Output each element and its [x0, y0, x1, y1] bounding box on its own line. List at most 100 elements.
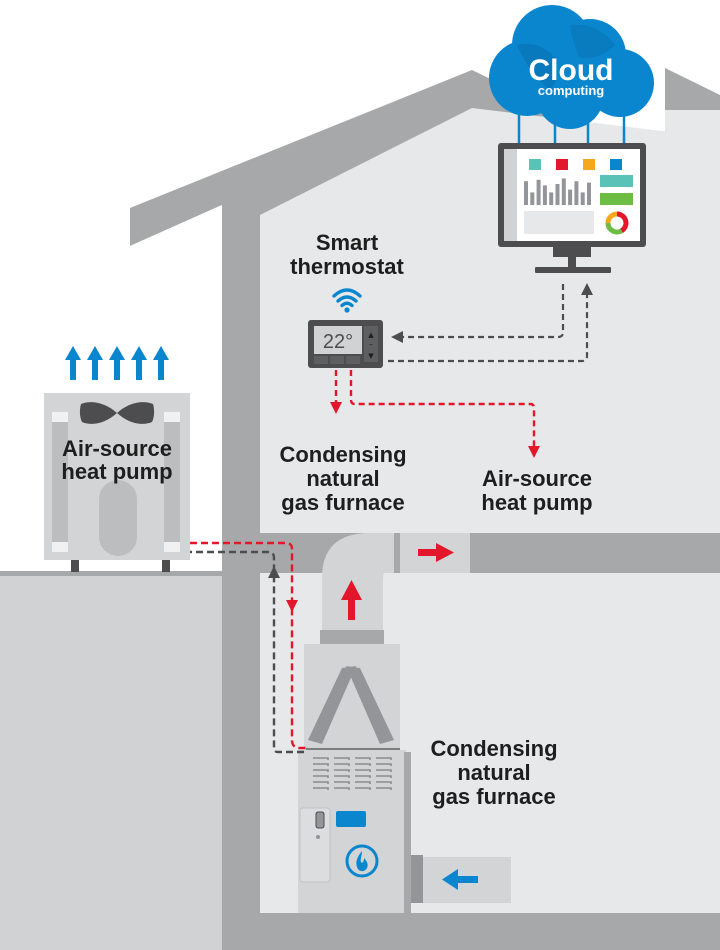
coil-cap — [52, 412, 68, 422]
vent-slat — [313, 769, 329, 772]
monitor-indicator — [529, 159, 541, 170]
target-heat-pump-label-1: Air-source — [482, 466, 592, 491]
furnace-led — [316, 835, 320, 839]
furnace-display — [336, 811, 366, 827]
furnace-label-1: Condensing — [430, 736, 557, 761]
vent-slat — [313, 757, 329, 760]
monitor-bar — [561, 178, 566, 205]
arrow-up-blue-icon — [153, 346, 169, 360]
monitor-bar — [549, 192, 554, 205]
arrow-up-red-icon — [341, 580, 362, 620]
arrow-up-blue-icon — [136, 358, 142, 380]
arrow-up-blue-icon — [87, 346, 103, 360]
vent-slat — [355, 757, 371, 760]
coil-right — [346, 666, 394, 744]
monitor-bar — [587, 182, 591, 205]
control-link-heat-pump — [349, 370, 536, 446]
thermostat-down-button[interactable]: ▼ — [368, 352, 374, 360]
wifi-icon — [332, 288, 362, 308]
vent-slat — [313, 775, 329, 778]
arrow-up-dark-icon — [268, 566, 280, 578]
gable-white-right — [665, 110, 720, 138]
vent-slat — [376, 769, 392, 772]
outdoor-unit-label-2: heat pump — [61, 459, 172, 484]
return-duct-collar — [411, 855, 423, 903]
vent-slat — [355, 781, 371, 784]
cloud-title: Cloud — [529, 54, 614, 87]
thermostat-up-button[interactable]: ▲ — [368, 331, 374, 339]
heat-pump-leg-left — [71, 560, 79, 572]
arrow-up-blue-icon — [70, 358, 76, 380]
coil-cap — [164, 542, 180, 552]
monitor-bar — [580, 192, 585, 205]
arrow-up-blue-icon — [65, 346, 81, 360]
target-furnace-label-2: natural — [306, 466, 379, 491]
thermostat-label-1: Smart — [316, 230, 379, 255]
monitor-bar — [555, 184, 560, 205]
vent-slat — [355, 769, 371, 772]
cloud-icon — [489, 5, 654, 129]
donut-segment — [605, 211, 618, 224]
thermostat-device — [308, 320, 383, 368]
monitor-donut-chart — [605, 211, 629, 235]
thermostat-label-2: thermostat — [290, 254, 404, 279]
monitor-side-bar-2 — [600, 193, 633, 205]
coil-cap — [52, 542, 68, 552]
arrow-right-red-icon — [418, 543, 454, 562]
wire-red-heatpump-furnace — [190, 541, 306, 750]
vent-slat — [355, 775, 371, 778]
duct-elbow — [322, 533, 394, 640]
monitor-bar — [530, 192, 535, 205]
vent-slat — [334, 787, 350, 790]
outdoor-unit-label-1: Air-source — [62, 436, 172, 461]
target-furnace-label-3: gas furnace — [281, 490, 405, 515]
data-link-monitor-to-thermostat — [400, 284, 565, 339]
fan-icon — [79, 402, 155, 424]
donut-segment — [616, 211, 629, 233]
thermostat-temperature: 22° — [323, 331, 353, 353]
monitor-bar — [542, 185, 547, 205]
arrow-down-red-icon — [528, 446, 540, 458]
monitor-bar — [536, 179, 541, 205]
arrow-up-blue-icon — [114, 358, 120, 380]
ground-exterior — [0, 572, 222, 950]
thermostat-mid-button[interactable]: – — [369, 340, 373, 349]
vent-slat — [313, 763, 329, 766]
monitor-bar-chart — [524, 178, 591, 205]
heat-pump-compressor — [99, 480, 137, 556]
furnace-side — [404, 752, 411, 913]
arrow-up-blue-icon — [92, 358, 98, 380]
wifi-dot — [344, 307, 350, 313]
heat-pump-exhaust-arrows — [65, 346, 169, 380]
heat-pump-coil-right — [164, 420, 180, 552]
vent-slat — [313, 781, 329, 784]
arrow-up-blue-icon — [109, 346, 125, 360]
monitor-indicators — [529, 159, 622, 170]
monitor-indicator — [556, 159, 568, 170]
furnace-label-3: gas furnace — [432, 784, 556, 809]
vent-slat — [376, 757, 392, 760]
arrow-left-dark-icon — [391, 331, 403, 343]
arrow-down-red-icon — [286, 600, 298, 612]
data-link-thermostat-to-monitor — [388, 293, 589, 363]
monitor-content-block — [524, 211, 594, 234]
monitor-bar — [568, 189, 573, 205]
roof-eave-gap-fill — [130, 246, 222, 260]
arrow-up-blue-icon — [158, 358, 164, 380]
wire-dark-furnace-heatpump — [190, 550, 304, 754]
furnace-vents — [313, 757, 392, 790]
vent-slat — [376, 763, 392, 766]
vent-slat — [334, 763, 350, 766]
monitor-indicator — [583, 159, 595, 170]
furnace-switch — [315, 811, 325, 829]
heat-pump-coil-left — [52, 420, 68, 552]
coil-left — [308, 666, 356, 744]
target-furnace-label-1: Condensing — [279, 442, 406, 467]
ground-line — [0, 571, 222, 576]
vent-slat — [334, 769, 350, 772]
coil-cap — [164, 412, 180, 422]
vent-slat — [376, 787, 392, 790]
furnace-label-2: natural — [457, 760, 530, 785]
vent-slat — [355, 787, 371, 790]
